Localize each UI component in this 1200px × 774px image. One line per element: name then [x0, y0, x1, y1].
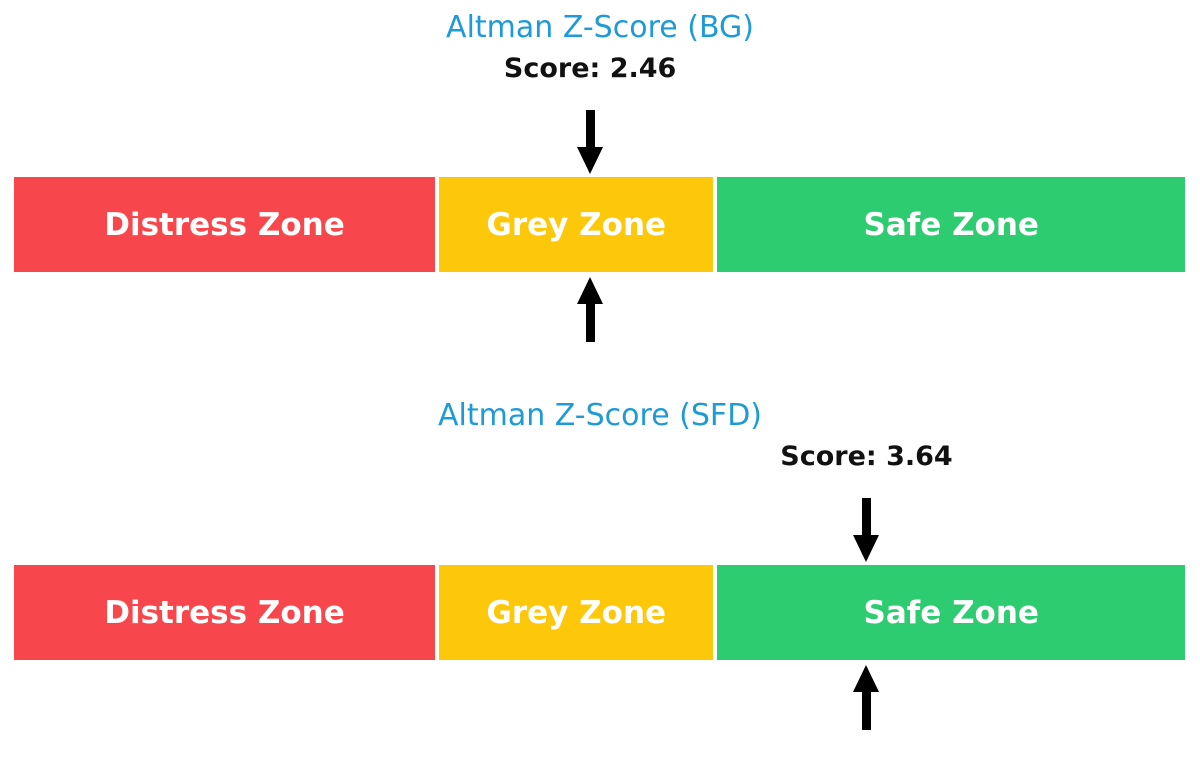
zone-bar-track: Distress Zone Grey Zone Safe Zone	[14, 177, 1185, 272]
marker-band-top	[14, 110, 1185, 175]
arrow-stem	[585, 304, 595, 342]
zone-safe: Safe Zone	[717, 565, 1185, 660]
zone-bar: Distress Zone Grey Zone Safe Zone	[14, 565, 1185, 660]
arrow-head	[577, 277, 604, 304]
arrow-stem	[861, 692, 871, 730]
arrow-head	[577, 147, 604, 174]
up-arrow-icon	[577, 277, 604, 342]
zone-bar-track: Distress Zone Grey Zone Safe Zone	[14, 565, 1185, 660]
score-value-label: Score: 2.46	[503, 53, 677, 84]
marker-band-top	[14, 498, 1185, 563]
zone-grey: Grey Zone	[439, 565, 714, 660]
zone-safe: Safe Zone	[717, 177, 1185, 272]
zscore-chart-bg: Altman Z-Score (BG) Score: 2.46 Distress…	[14, 10, 1185, 343]
arrow-stem	[585, 110, 595, 147]
zone-grey: Grey Zone	[439, 177, 714, 272]
down-arrow-icon	[577, 110, 604, 174]
zone-bar: Distress Zone Grey Zone Safe Zone	[14, 177, 1185, 272]
chart-title: Altman Z-Score (BG)	[446, 10, 754, 45]
arrow-head	[853, 665, 880, 692]
down-arrow-icon	[853, 498, 880, 562]
zscore-chart-sfd: Altman Z-Score (SFD) Score: 3.64 Distres…	[0, 388, 1200, 774]
arrow-stem	[861, 498, 871, 535]
arrow-head	[853, 535, 880, 562]
marker-band-bottom	[14, 277, 1185, 343]
score-band: Score: 2.46	[14, 52, 1185, 86]
score-band: Score: 3.64	[14, 440, 1185, 474]
score-value-label: Score: 3.64	[780, 441, 953, 472]
up-arrow-icon	[853, 665, 880, 730]
zone-distress: Distress Zone	[14, 177, 435, 272]
zone-distress: Distress Zone	[14, 565, 435, 660]
marker-band-bottom	[14, 665, 1185, 731]
chart-title: Altman Z-Score (SFD)	[438, 398, 762, 433]
